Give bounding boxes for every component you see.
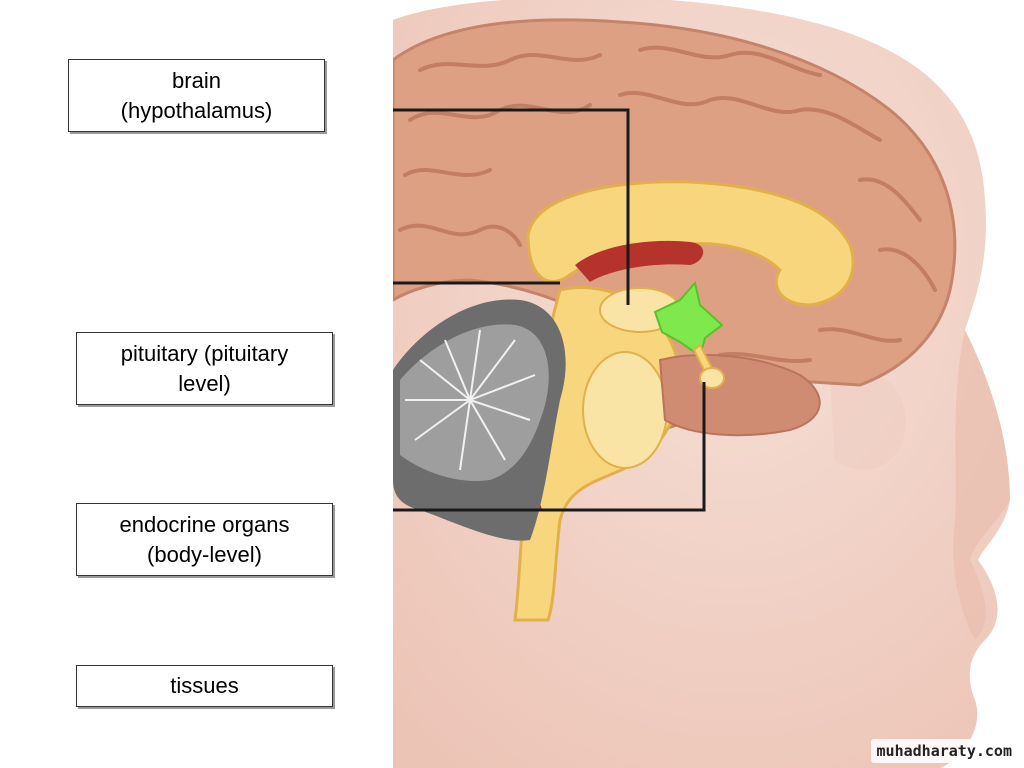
ventricle <box>575 240 704 282</box>
ear-shading <box>830 372 906 470</box>
pons <box>582 351 668 469</box>
hypothalamus-highlight <box>653 280 724 358</box>
pituitary-gland <box>699 367 725 389</box>
brain-hypothalamus-label-box: brain (hypothalamus) <box>68 59 325 132</box>
endocrine-organs-label-box: endocrine organs (body-level) <box>76 503 333 576</box>
watermark: muhadharaty.com <box>870 739 1018 763</box>
brain-hypothalamus-label: brain (hypothalamus) <box>120 67 273 123</box>
face-shading <box>953 330 1010 640</box>
leader-lines <box>393 108 706 512</box>
brain-sagittal-illustration <box>393 0 1010 768</box>
cerebellum <box>393 299 566 541</box>
endocrine-organs-label: endocrine organs (body-level) <box>119 511 290 567</box>
gyri-pattern <box>398 45 937 363</box>
tissues-label: tissues <box>170 673 239 698</box>
leader-line-brain <box>393 108 630 305</box>
pituitary-label-box: pituitary (pituitary level) <box>76 332 333 405</box>
pituitary-label: pituitary (pituitary level) <box>120 340 289 396</box>
tissues-label-box: tissues <box>76 665 333 707</box>
leader-line-endocrine <box>393 382 706 512</box>
